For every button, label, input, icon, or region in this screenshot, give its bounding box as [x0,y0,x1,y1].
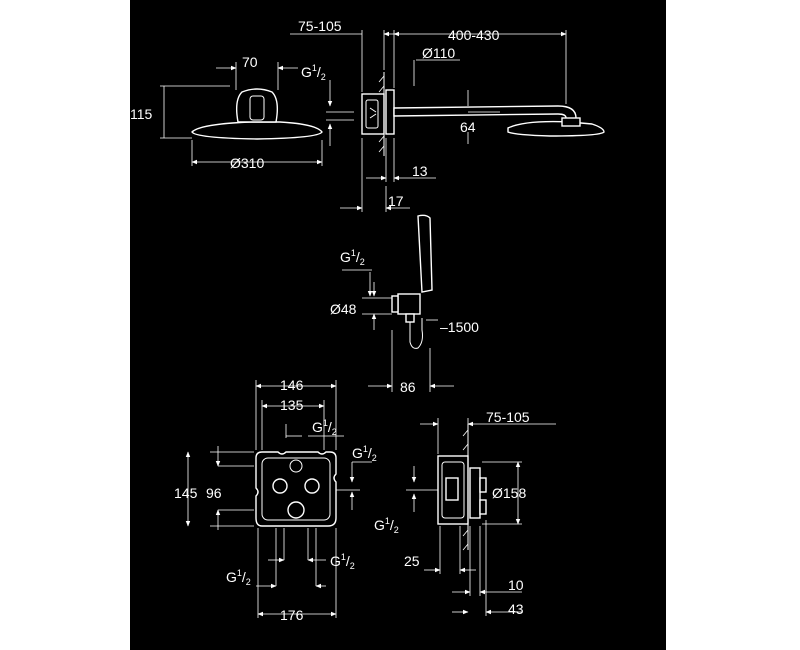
head-shower-front-view: 70 115 Ø310 G1/2 [130,54,354,171]
dim-176: 176 [280,607,304,623]
valve-side-plate [469,467,481,519]
dim-64: 64 [460,119,476,135]
holder-shape [397,293,421,315]
dim-146: 146 [280,377,304,393]
shower-body-shape [235,88,279,123]
head-shower-side-view: 75-105 400-430 Ø110 64 13 17 [290,18,605,212]
valve-button-bottom [287,501,305,519]
shower-head-side-shape [507,120,605,137]
dim-75-105-top: 75-105 [298,18,342,34]
g-half-valve-bottom-right: G1/2 [330,552,355,571]
hand-shower-view: G1/2 Ø48 –1500 86 [330,214,479,395]
dim-48: Ø48 [330,301,357,317]
wall-flange-shape [385,89,395,135]
g-half-valve-right: G1/2 [352,444,377,463]
valve-side-view: 75-105 Ø158 G1/2 25 10 43 [374,409,556,617]
dim-10: 10 [508,577,524,593]
technical-drawing: 70 115 Ø310 G1/2 [130,18,605,623]
dim-96: 96 [206,485,222,501]
dim-145: 145 [174,485,198,501]
dim-115: 115 [130,106,153,122]
dim-70: 70 [242,54,258,70]
valve-front-view: 146 135 G1/2 G1/2 145 96 G1/2 G1/2 [174,377,377,623]
dim-400-430: 400-430 [448,27,500,43]
dim-17: 17 [388,193,404,209]
g-half-valve-side: G1/2 [374,516,399,535]
g-half-valve-bottom-left: G1/2 [226,568,251,587]
dim-158: Ø158 [492,485,526,501]
g-half-top-label: G1/2 [301,63,326,82]
dim-135: 135 [280,397,304,413]
dim-86: 86 [400,379,416,395]
g-half-hand-label: G1/2 [340,248,365,267]
valve-inner-frame [261,457,331,521]
dim-43: 43 [508,601,524,617]
valve-button-left [272,478,288,494]
dim-310: Ø310 [230,155,264,171]
dim-75-105-valve: 75-105 [486,409,530,425]
dim-25: 25 [404,553,420,569]
g-half-valve-top: G1/2 [312,418,337,437]
valve-body-shape [255,451,337,527]
dim-13: 13 [412,163,428,179]
shower-plate-shape [191,121,323,140]
hand-shower-handle [417,214,433,293]
dim-1500: –1500 [440,319,479,335]
drawing-sheet: 70 115 Ø310 G1/2 [130,0,666,650]
hose-shape [409,316,423,349]
valve-button-right [304,478,320,494]
shower-body-inner [249,95,265,121]
dim-110: Ø110 [422,45,455,61]
valve-top-port [289,459,303,473]
